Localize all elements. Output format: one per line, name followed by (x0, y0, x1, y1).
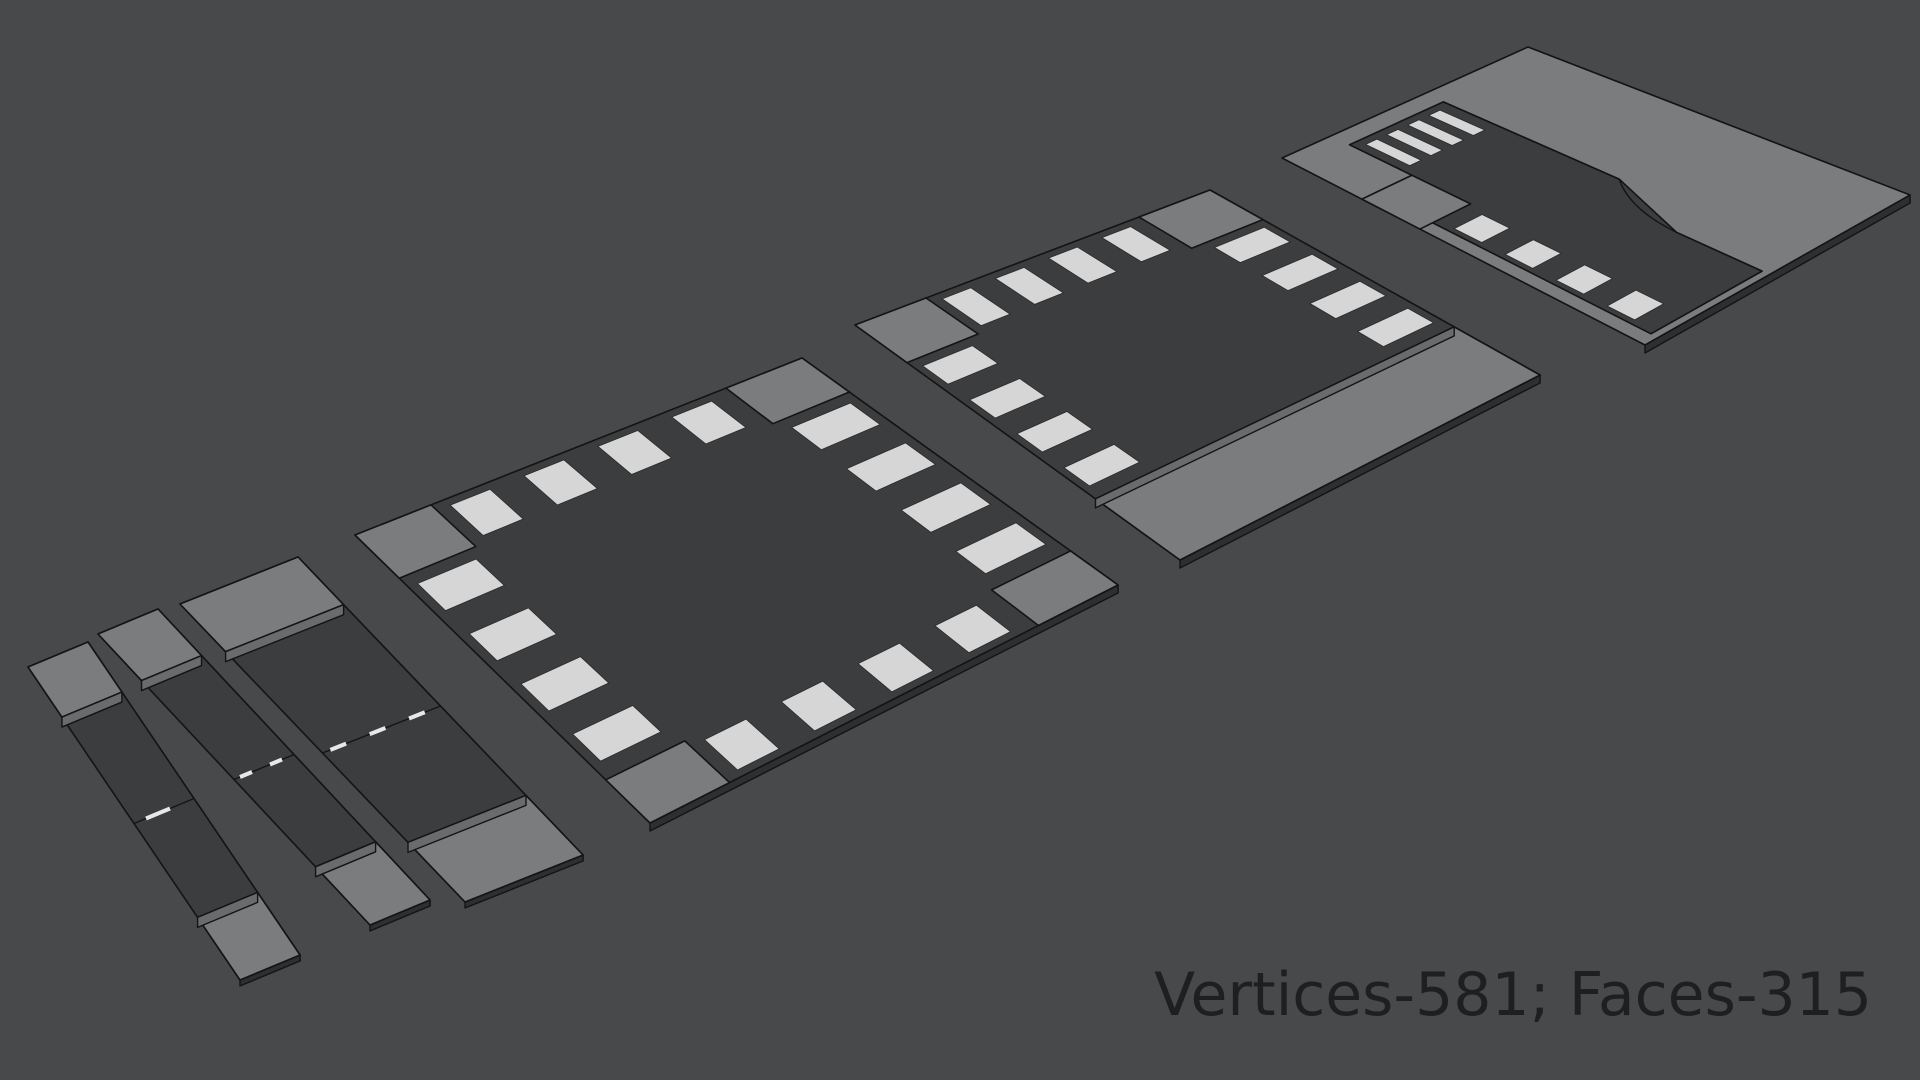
crosswalk-left-stripe (1504, 239, 1562, 269)
mesh-stats-caption: Vertices-581; Faces-315 (1154, 960, 1872, 1030)
curb (407, 794, 527, 854)
sidewalk-corner (354, 504, 477, 580)
crosswalk-top-stripe (1427, 109, 1486, 136)
sidewalk-corner (1138, 189, 1264, 249)
crosswalk-top-stripe (1385, 129, 1444, 157)
straight-road-wide (179, 556, 584, 909)
t-junction (854, 189, 1541, 569)
crosswalk-left-stripe (1606, 289, 1665, 321)
crosswalk-right-stripe (845, 442, 937, 492)
crosswalk-top-stripe (1101, 226, 1172, 263)
crosswalk-left-stripe (520, 656, 610, 712)
crosswalk-top-stripe (670, 400, 747, 445)
crosswalk-left-stripe (1453, 214, 1511, 243)
four-way-intersection (354, 357, 1119, 832)
straight-road-narrow (27, 641, 301, 987)
crosswalk-left-stripe (468, 607, 558, 662)
crosswalk-bottom-stripe (703, 718, 780, 771)
sidewalk-corner (1361, 174, 1472, 230)
crosswalk-left-stripe (416, 558, 506, 612)
crosswalk-right-stripe (900, 482, 992, 533)
lane-dash (368, 726, 387, 737)
sidewalk-corner (990, 550, 1119, 627)
curb (196, 891, 259, 929)
lane-dash (269, 757, 283, 767)
crosswalk-top-stripe (1406, 119, 1465, 146)
crosswalk-bottom-stripe (934, 604, 1012, 654)
straight-road-medium (97, 608, 431, 932)
crosswalk-left-stripe (1063, 443, 1141, 487)
crosswalk-right-stripe (1309, 280, 1387, 320)
crosswalk-right-stripe (1356, 307, 1435, 348)
crosswalk-top-stripe (597, 430, 673, 475)
crosswalk-right-stripe (1213, 226, 1292, 264)
sidewalk-corner (725, 357, 851, 425)
crosswalk-bottom-stripe (780, 680, 858, 732)
crosswalk-top-stripe (994, 266, 1065, 305)
crosswalk-left-stripe (1555, 264, 1614, 295)
crosswalk-left-stripe (571, 704, 662, 762)
crosswalk-top-stripe (1047, 246, 1118, 284)
crosswalk-top-stripe (941, 287, 1011, 327)
sidewalk-corner (604, 740, 731, 824)
crosswalk-right-stripe (1261, 253, 1339, 292)
lane-dash (145, 806, 171, 821)
curb (1094, 326, 1455, 509)
curb (314, 841, 377, 878)
curb-line (1443, 101, 1763, 272)
crosswalk-right-stripe (955, 522, 1047, 575)
crosswalk-bottom-stripe (857, 642, 935, 693)
crosswalk-top-stripe (523, 459, 599, 506)
corner-turn (1281, 46, 1911, 354)
lane-dash (408, 710, 426, 721)
crosswalk-top-stripe (1364, 138, 1423, 167)
lane-dash (329, 741, 347, 752)
crosswalk-left-stripe (1016, 411, 1094, 453)
sidewalk-corner (854, 297, 979, 364)
crosswalk-left-stripe (921, 345, 999, 385)
curb (140, 654, 203, 692)
crosswalk-right-stripe (790, 402, 881, 451)
curb (224, 603, 345, 663)
lane-dash (239, 770, 253, 779)
crosswalk-top-stripe (449, 488, 524, 536)
curb (61, 691, 123, 728)
crosswalk-left-stripe (968, 378, 1046, 419)
